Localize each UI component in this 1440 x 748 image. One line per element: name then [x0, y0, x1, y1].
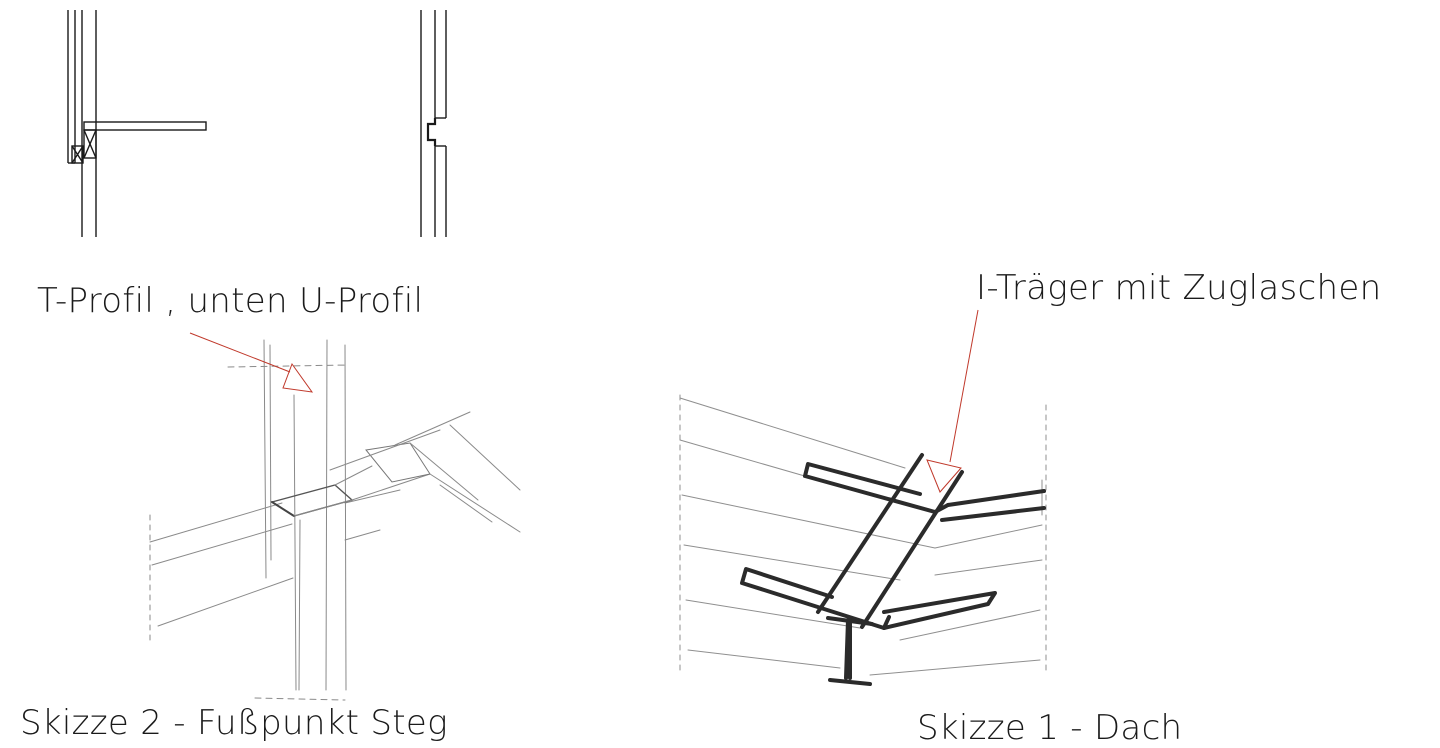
cad-section-u-profile [420, 10, 447, 237]
arrow-head-i-traeger [926, 459, 962, 493]
cad-section-t-profile [67, 10, 207, 237]
annotation-arrows [189, 309, 979, 493]
sketch-fusspunkt-steg [149, 339, 521, 701]
caption-skizze-2: Skizze 2 - Fußpunkt Steg [20, 703, 448, 743]
label-t-profil: T-Profil , unten U-Profil [37, 281, 424, 321]
caption-skizze-1: Skizze 1 - Dach [917, 708, 1183, 748]
arrow-head-t-profil [282, 362, 314, 393]
label-i-traeger: I-Träger mit Zuglaschen [976, 268, 1382, 308]
arrow-i-traeger [949, 309, 979, 463]
sketch-dach [679, 394, 1047, 686]
arrow-t-profil [189, 332, 291, 373]
